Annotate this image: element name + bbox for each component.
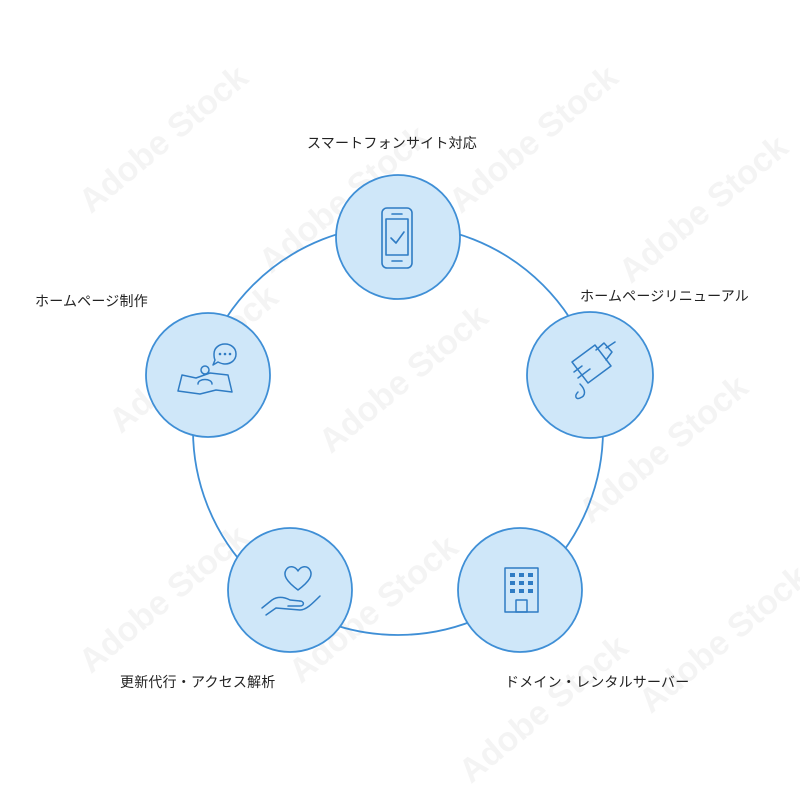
label-production: ホームページ制作 — [35, 294, 148, 310]
node-server[interactable] — [457, 527, 583, 653]
smartphone-check-icon — [381, 207, 413, 269]
building-icon — [504, 567, 539, 613]
node-support[interactable] — [227, 527, 353, 653]
heart-hand-icon — [261, 566, 321, 616]
node-renewal[interactable] — [526, 311, 654, 439]
map-person-chat-icon — [177, 343, 237, 395]
label-server: ドメイン・レンタルサーバー — [505, 675, 690, 691]
label-smartphone: スマートフォンサイト対応 — [307, 136, 477, 152]
node-circle — [335, 174, 461, 300]
label-renewal: ホームページリニューアル — [580, 289, 749, 305]
node-circle — [145, 312, 271, 438]
node-smartphone[interactable] — [335, 174, 461, 300]
node-production[interactable] — [145, 312, 271, 438]
node-circle — [526, 311, 654, 439]
node-circle — [227, 527, 353, 653]
pen-document-icon — [571, 341, 616, 400]
label-support: 更新代行・アクセス解析 — [120, 675, 276, 691]
